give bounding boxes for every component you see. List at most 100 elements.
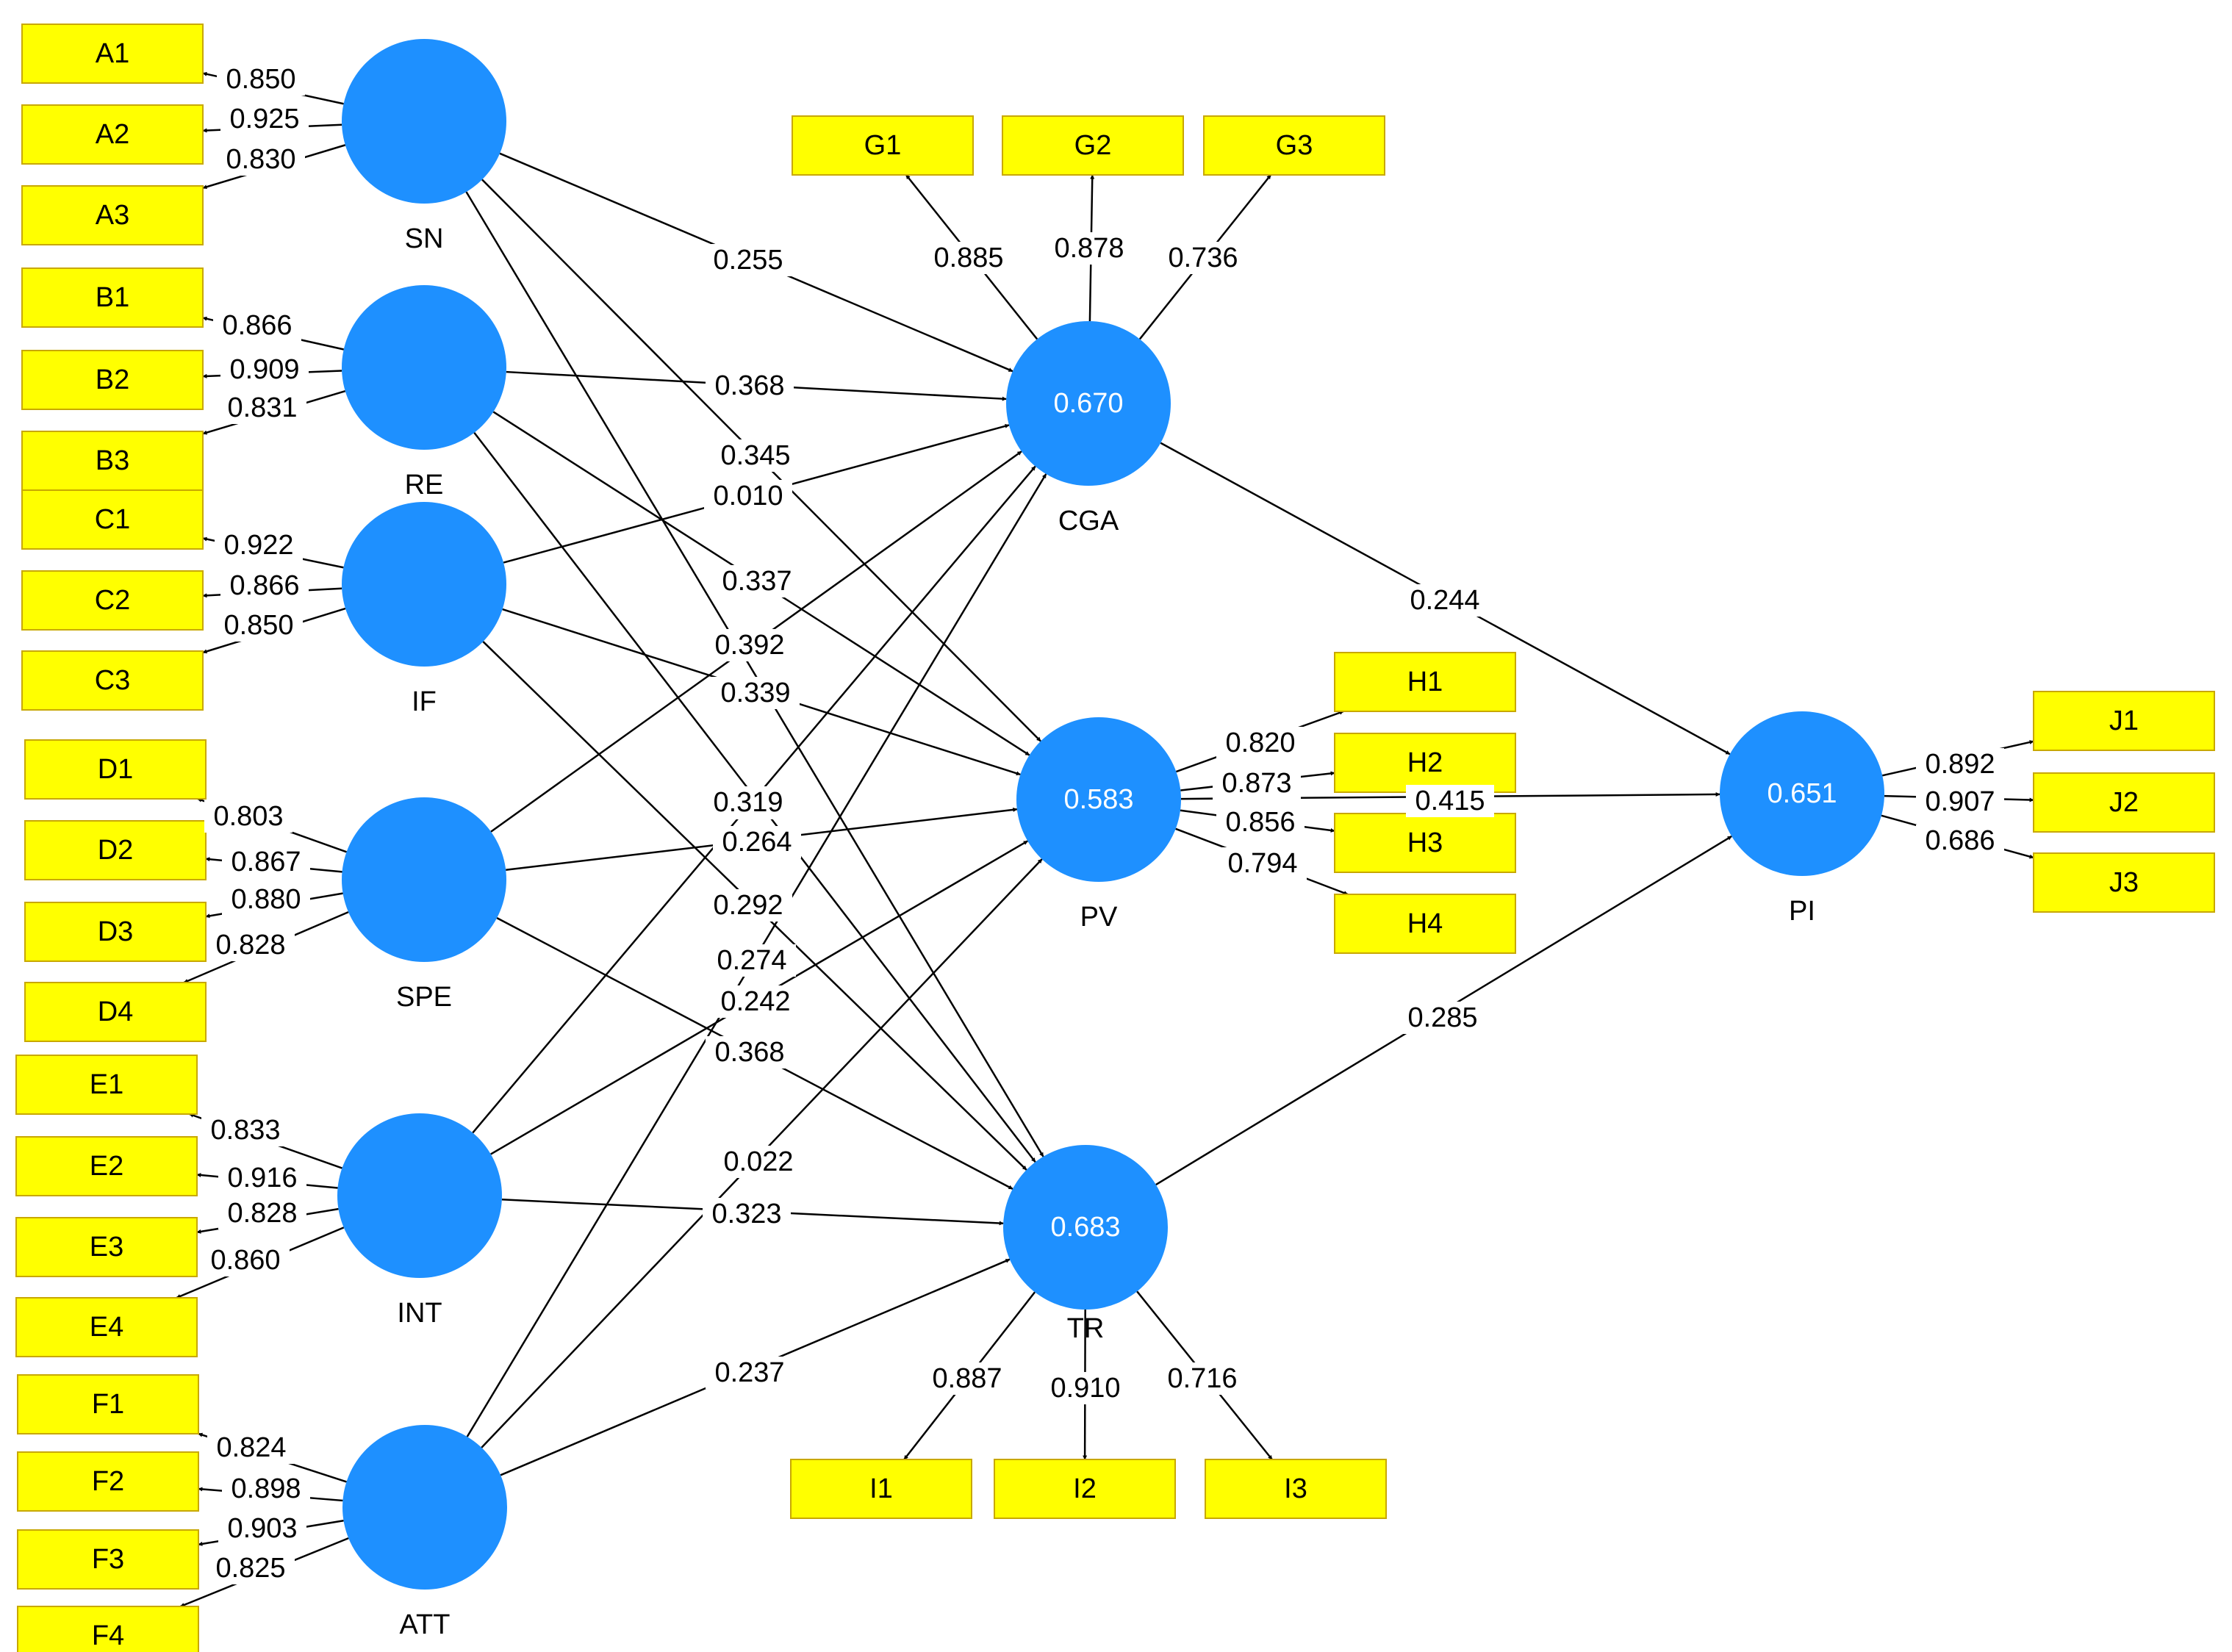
loading-h3-backdrop <box>1216 806 1305 838</box>
coef-int-tr-backdrop <box>703 1198 791 1230</box>
indicator-label-e4: E4 <box>90 1312 123 1343</box>
coef-sn-tr-backdrop <box>706 629 794 661</box>
coef-spe-tr: 0.368 <box>714 1037 784 1068</box>
indicator-c1[interactable] <box>21 489 204 550</box>
loading-d4: 0.828 <box>215 930 285 960</box>
r-squared-pv: 0.583 <box>1063 784 1133 815</box>
indicator-a3[interactable] <box>21 185 204 245</box>
loading-a1-backdrop <box>217 63 305 96</box>
indicator-f1[interactable] <box>17 1374 199 1434</box>
coef-re-pv: 0.337 <box>722 566 792 597</box>
indicator-a1[interactable] <box>21 24 204 84</box>
loading-g1-backdrop <box>925 242 1013 274</box>
loading-d1-backdrop <box>204 800 293 833</box>
indicator-i1[interactable] <box>790 1459 972 1519</box>
coef-if-cga: 0.010 <box>713 481 783 511</box>
loading-e3-backdrop <box>218 1197 306 1229</box>
indicator-c2[interactable] <box>21 570 204 631</box>
construct-pv[interactable] <box>1016 717 1181 882</box>
coef-att-cga-backdrop <box>713 826 801 858</box>
loading-c3-backdrop <box>215 609 303 642</box>
indicator-f4[interactable] <box>17 1606 199 1652</box>
indicator-label-i2: I2 <box>1073 1473 1097 1504</box>
indicator-g3[interactable] <box>1203 115 1385 176</box>
indicator-b2[interactable] <box>21 350 204 410</box>
indicator-label-h3: H3 <box>1407 827 1443 858</box>
loading-i2: 0.910 <box>1050 1373 1120 1404</box>
indicator-label-g2: G2 <box>1074 130 1112 161</box>
r-squared-pi: 0.651 <box>1767 778 1837 809</box>
indicator-label-d4: D4 <box>98 996 134 1027</box>
loading-f1: 0.824 <box>216 1432 286 1463</box>
indicator-label-g3: G3 <box>1276 130 1313 161</box>
indicator-g2[interactable] <box>1002 115 1184 176</box>
indicator-f2[interactable] <box>17 1451 199 1512</box>
loading-j3-backdrop <box>1916 825 2004 857</box>
construct-re[interactable] <box>342 285 506 450</box>
indicator-a2[interactable] <box>21 104 204 165</box>
indicator-label-c2: C2 <box>95 585 131 616</box>
indicator-h4[interactable] <box>1334 894 1516 954</box>
indicator-d2[interactable] <box>24 820 207 880</box>
loading-f3-backdrop <box>218 1512 306 1545</box>
indicator-h3[interactable] <box>1334 813 1516 873</box>
coef-spe-tr-backdrop <box>706 1036 794 1069</box>
indicator-j2[interactable] <box>2033 772 2215 833</box>
loading-b3-backdrop <box>218 392 306 424</box>
indicator-label-a1: A1 <box>96 38 129 69</box>
construct-sn[interactable] <box>342 39 506 204</box>
indicator-h1[interactable] <box>1334 652 1516 712</box>
loading-j2-backdrop <box>1916 786 2004 818</box>
indicator-d3[interactable] <box>24 902 207 962</box>
loading-g2-backdrop <box>1045 232 1133 265</box>
coef-pv-pi-backdrop <box>1406 785 1494 817</box>
loading-e4: 0.860 <box>210 1245 280 1276</box>
coef-int-cga: 0.274 <box>717 945 786 976</box>
indicator-h2[interactable] <box>1334 733 1516 793</box>
construct-if[interactable] <box>342 502 506 667</box>
construct-cga[interactable] <box>1006 321 1171 486</box>
construct-name-pi: PI <box>1789 896 1815 927</box>
indicator-j3[interactable] <box>2033 852 2215 913</box>
indicator-e3[interactable] <box>15 1217 198 1277</box>
coef-re-cga: 0.368 <box>714 370 784 401</box>
construct-name-spe: SPE <box>396 982 452 1013</box>
loading-h2: 0.873 <box>1221 768 1291 799</box>
indicator-label-d3: D3 <box>98 916 134 947</box>
construct-pi[interactable] <box>1720 711 1884 876</box>
construct-tr[interactable] <box>1003 1145 1168 1310</box>
construct-att[interactable] <box>342 1425 507 1590</box>
indicator-j1[interactable] <box>2033 691 2215 751</box>
loading-f4: 0.825 <box>215 1553 285 1584</box>
loading-e3: 0.828 <box>227 1198 297 1229</box>
indicator-f3[interactable] <box>17 1529 199 1590</box>
indicator-g1[interactable] <box>792 115 974 176</box>
coef-att-pv: 0.022 <box>723 1146 793 1177</box>
construct-spe[interactable] <box>342 797 506 962</box>
indicator-e2[interactable] <box>15 1136 198 1196</box>
loading-f4-backdrop <box>207 1552 295 1584</box>
indicator-e1[interactable] <box>15 1055 198 1115</box>
path-sn-to-tr[interactable] <box>465 191 1044 1157</box>
indicator-d4[interactable] <box>24 982 207 1042</box>
indicator-i3[interactable] <box>1205 1459 1387 1519</box>
loading-e2: 0.916 <box>227 1163 297 1193</box>
indicator-b1[interactable] <box>21 267 204 328</box>
loading-f2: 0.898 <box>231 1473 301 1504</box>
loading-h3: 0.856 <box>1225 807 1295 838</box>
indicator-e4[interactable] <box>15 1297 198 1357</box>
indicator-b3[interactable] <box>21 431 204 491</box>
coef-pv-pi: 0.415 <box>1415 786 1485 816</box>
indicator-label-f4: F4 <box>92 1620 124 1651</box>
construct-int[interactable] <box>337 1113 502 1278</box>
loading-b1: 0.866 <box>222 310 292 341</box>
coef-tr-pi: 0.285 <box>1407 1002 1477 1033</box>
loading-i1-backdrop <box>923 1362 1011 1395</box>
indicator-i2[interactable] <box>994 1459 1176 1519</box>
indicator-d1[interactable] <box>24 739 207 800</box>
loading-d2: 0.867 <box>231 847 301 877</box>
indicator-label-d1: D1 <box>98 754 134 785</box>
indicator-label-j1: J1 <box>2109 705 2139 736</box>
indicator-c3[interactable] <box>21 650 204 711</box>
coef-att-tr-backdrop <box>706 1357 794 1389</box>
